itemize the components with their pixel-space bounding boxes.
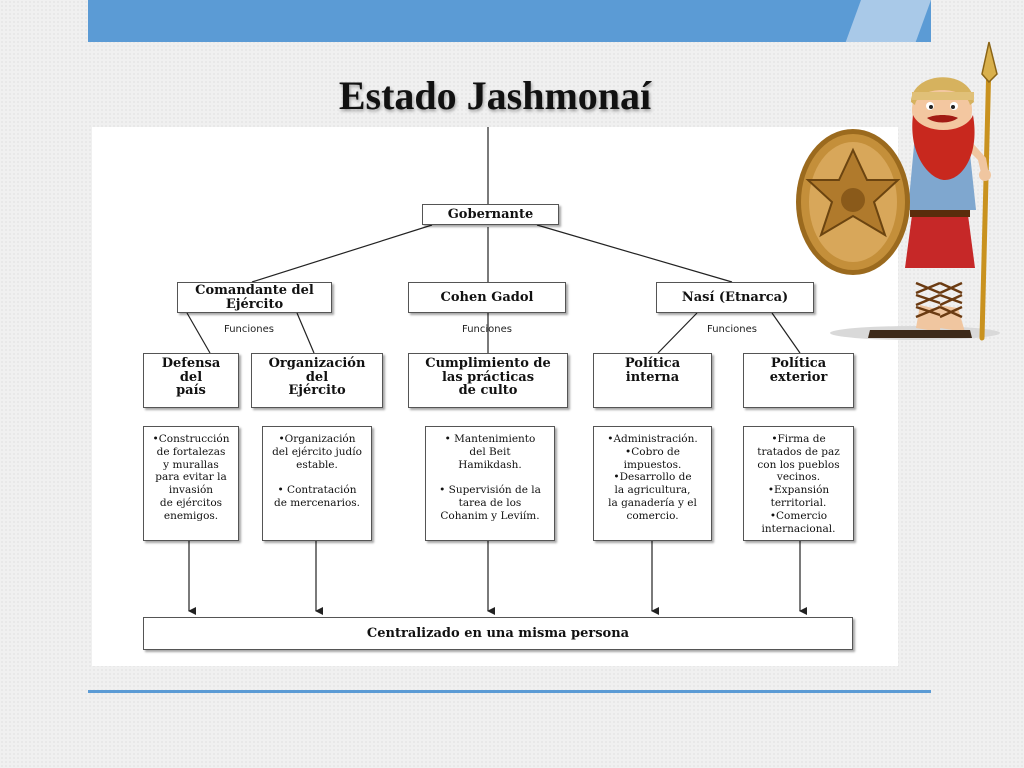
branch-cohen-gadol-box: Cohen Gadol [408, 282, 566, 313]
comandante-to-defensa-line [186, 312, 211, 354]
detail-politica-exterior-box: •Firma de tratados de paz con los pueblo… [743, 426, 854, 541]
root-gobernante-box: Gobernante [422, 204, 559, 225]
conclusion-box: Centralizado en una misma persona [143, 617, 853, 650]
funciones-label-comandante: Funciones [224, 324, 274, 335]
top-accent-bar [88, 0, 931, 42]
function-culto-box: Cumplimiento de las prácticas de culto [408, 353, 568, 408]
branch-comandante-box: Comandante del Ejército [177, 282, 332, 313]
detail-culto-box: • Mantenimiento del Beit Hamikdash. • Su… [425, 426, 555, 541]
nasi-to-interna-line [657, 312, 698, 354]
bottom-accent-line [88, 690, 931, 693]
root-to-nasi-line [536, 224, 733, 283]
warrior-with-shield-and-spear-icon [796, 41, 1000, 341]
detail-politica-interna-box: •Administración. •Cobro de impuestos. •D… [593, 426, 712, 541]
detail-defensa-box: •Construcción de fortalezas y murallas p… [143, 426, 239, 541]
nasi-to-exterior-line [771, 312, 801, 354]
funciones-label-cohen: Funciones [462, 324, 512, 335]
function-politica-interna-box: Política interna [593, 353, 712, 408]
function-defensa-box: Defensa del país [143, 353, 239, 408]
root-to-comandante-line [251, 224, 433, 283]
connector-lines [186, 127, 807, 615]
org-chart-panel: Gobernante Comandante del Ejército Cohen… [92, 127, 898, 666]
function-organizacion-box: Organización del Ejército [251, 353, 383, 408]
function-politica-exterior-box: Política exterior [743, 353, 854, 408]
top-bar-sheen [845, 0, 931, 42]
funciones-label-nasi: Funciones [707, 324, 757, 335]
detail-organizacion-box: •Organización del ejército judío estable… [262, 426, 372, 541]
comandante-to-organizacion-line [296, 312, 315, 354]
branch-nasi-box: Nasí (Etnarca) [656, 282, 814, 313]
slide-title: Estado Jashmonaí [338, 73, 652, 118]
